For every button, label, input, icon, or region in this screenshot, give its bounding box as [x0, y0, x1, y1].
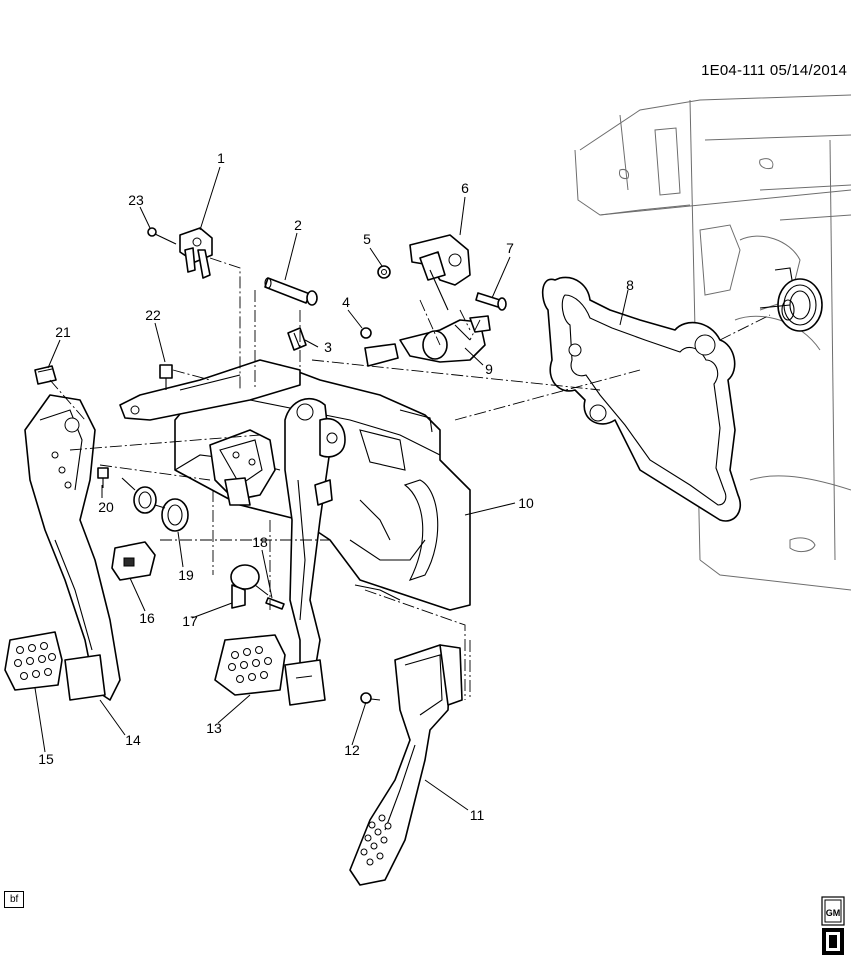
callout-2: 2	[294, 217, 302, 233]
clutch-lever-linkage	[209, 429, 276, 506]
nut-part-5	[377, 265, 391, 279]
callout-6: 6	[461, 180, 469, 196]
callout-5: 5	[363, 231, 371, 247]
callout-3: 3	[324, 339, 332, 355]
screw-part-23	[147, 227, 177, 245]
brake-pedal-pad-part-13	[214, 634, 326, 706]
gasket-part-8	[541, 276, 742, 522]
switch-part-16	[111, 541, 156, 581]
bracket-part-6	[409, 234, 471, 311]
bolt-part-18	[265, 597, 285, 610]
nut-part-12	[360, 692, 381, 704]
callout-leaders	[34, 166, 629, 811]
nut-part-4	[360, 327, 372, 339]
clutch-pedal-pad-part-15	[4, 631, 63, 691]
bolt-part-20	[97, 467, 109, 488]
pin-part-2	[264, 277, 318, 306]
callout-13: 13	[206, 720, 222, 736]
callout-7: 7	[506, 240, 514, 256]
clutch-pedal-part-14	[24, 394, 121, 701]
callout-10: 10	[518, 495, 534, 511]
sensor-part-17	[230, 564, 269, 609]
callout-8: 8	[626, 277, 634, 293]
callout-4: 4	[342, 294, 350, 310]
callout-14: 14	[125, 732, 141, 748]
spring-part-19	[121, 477, 189, 532]
bolt-part-7	[475, 292, 507, 311]
callout-22: 22	[145, 307, 161, 323]
switch-part-1	[179, 227, 213, 279]
callout-1: 1	[217, 150, 225, 166]
callout-21: 21	[55, 324, 71, 340]
accelerator-pedal-part-11	[349, 644, 463, 886]
bumper-part-21	[34, 365, 57, 385]
callout-23: 23	[128, 192, 144, 208]
callout-20: 20	[98, 499, 114, 515]
callout-19: 19	[178, 567, 194, 583]
brake-pedal-arm	[284, 397, 346, 671]
callout-11: 11	[470, 807, 485, 823]
callout-9: 9	[485, 361, 493, 377]
document-code: 1E04-111 05/14/2014	[701, 62, 847, 79]
gm-logo: GM	[821, 896, 845, 955]
bolt-part-22	[159, 364, 173, 390]
gm-logo-text: GM	[826, 908, 841, 918]
callout-15: 15	[38, 751, 54, 767]
actuator-part-9	[364, 315, 491, 367]
clip-part-3	[287, 327, 307, 351]
booster-studs	[759, 267, 823, 332]
callout-labels: 1 2 3 4 5 6 7 8 9 10 11 12 13 14 15 16 1…	[38, 150, 634, 823]
callout-12: 12	[344, 742, 360, 758]
code-box: bf	[4, 891, 25, 908]
callout-16: 16	[139, 610, 155, 626]
alignment-lines	[49, 257, 771, 700]
callout-18: 18	[252, 534, 268, 550]
callout-17: 17	[182, 613, 198, 629]
